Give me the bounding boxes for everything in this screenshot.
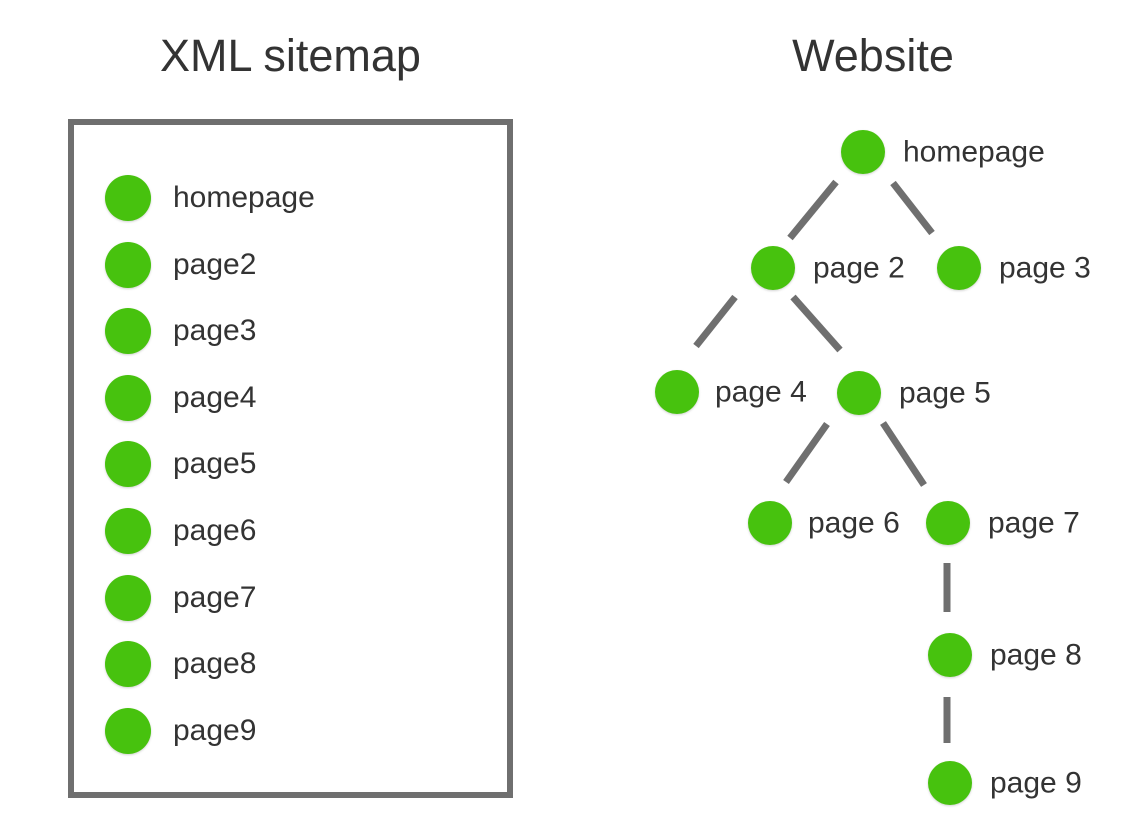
website-title: Website [792, 30, 954, 81]
sitemap-item: homepage [105, 175, 315, 221]
tree-connector-homepage-page3 [890, 180, 935, 236]
sitemap-item: page4 [105, 374, 257, 421]
tree-node-label-homepage: homepage [903, 136, 1045, 169]
tree-connector-page5-page7 [880, 421, 927, 487]
tree-node-page6 [748, 501, 792, 545]
sitemap-item-label: page3 [173, 314, 257, 348]
sitemap-item: page8 [105, 641, 257, 688]
sitemap-item-label: page9 [173, 713, 257, 747]
page-node-icon [105, 641, 151, 688]
tree-node-page2 [751, 246, 795, 290]
tree-node-page5 [837, 371, 881, 415]
tree-node-page8 [928, 633, 972, 677]
tree-node-label-page9: page 9 [990, 767, 1082, 800]
tree-node-page4 [655, 370, 699, 414]
tree-connector-page5-page6 [783, 421, 830, 485]
tree-node-label-page4: page 4 [715, 376, 807, 409]
tree-connector-page2-page5 [790, 294, 843, 353]
xml-sitemap-title: XML sitemap [160, 30, 421, 81]
page-node-icon [105, 241, 151, 288]
sitemap-item: page2 [105, 241, 257, 288]
page-node-icon [105, 175, 151, 221]
page-node-icon [105, 374, 151, 421]
sitemap-item-label: page5 [173, 447, 257, 481]
sitemap-item: page3 [105, 308, 257, 355]
sitemap-item-label: homepage [173, 181, 315, 214]
sitemap-item: page6 [105, 508, 256, 554]
sitemap-item-label: page6 [173, 514, 257, 547]
tree-node-page9 [928, 761, 972, 805]
sitemap-item-label: page8 [173, 647, 257, 681]
tree-connector-homepage-page2 [787, 179, 839, 241]
sitemap-item: page5 [105, 441, 257, 488]
sitemap-item-label: page4 [173, 380, 257, 414]
tree-node-label-page8: page 8 [990, 639, 1082, 672]
tree-node-homepage [841, 130, 885, 174]
page-node-icon [105, 308, 151, 355]
tree-node-label-page5: page 5 [899, 377, 991, 410]
tree-connector-page2-page4 [693, 294, 738, 349]
tree-node-label-page6: page 6 [808, 507, 900, 540]
tree-node-label-page3: page 3 [999, 252, 1091, 285]
sitemap-item-label: page2 [173, 247, 257, 281]
tree-node-page7 [926, 501, 970, 545]
sitemap-item: page9 [105, 707, 257, 754]
page-node-icon [105, 574, 151, 621]
page-node-icon [105, 707, 151, 754]
sitemap-item-label: page7 [173, 580, 257, 614]
sitemap-item: page7 [105, 574, 257, 621]
page-node-icon [105, 508, 151, 554]
tree-node-page3 [937, 246, 981, 290]
tree-node-label-page7: page 7 [988, 507, 1080, 540]
page-node-icon [105, 441, 151, 488]
tree-node-label-page2: page 2 [813, 252, 905, 285]
